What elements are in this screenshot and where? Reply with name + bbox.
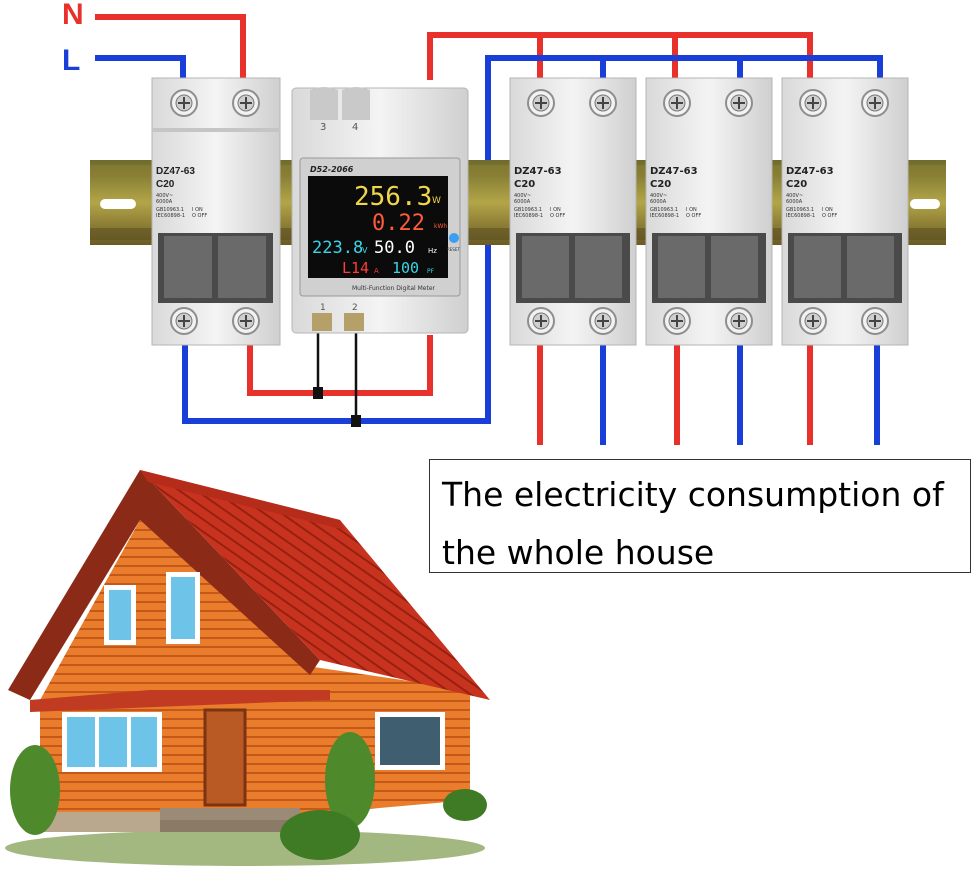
breaker-capacity: 6000A [650, 199, 667, 205]
caption-line-2: the whole house [442, 533, 715, 572]
meter-terminal-1: 1 [320, 303, 326, 313]
breaker-rating: C20 [650, 179, 671, 190]
energy-unit: kWh [434, 223, 447, 230]
breaker-rating: C20 [786, 179, 807, 190]
meter-terminal-4: 4 [352, 122, 358, 133]
circuit-breaker-2: DZ47-63 C20 400V~ 6000A GB10963.1 IEC608… [645, 77, 773, 346]
circuit-breaker-3: DZ47-63 C20 400V~ 6000A GB10963.1 IEC608… [781, 77, 909, 346]
breaker-standard-1: GB10963.1 [650, 207, 678, 213]
breaker-off-label: O OFF [192, 213, 207, 219]
pf-reading: 100 [392, 259, 419, 277]
breaker-model: DZ47-63 [514, 166, 562, 177]
digital-meter: 3 4 D52-2066 256.3 W 0.22 kWh 223.8 V 50… [291, 87, 469, 334]
breaker-standard-2: IEC60898-1 [786, 213, 815, 219]
breaker-rating: C20 [156, 179, 175, 190]
breaker-standard-2: IEC60898-1 [156, 213, 185, 219]
current-unit: A [374, 267, 379, 275]
circuit-breaker-1: DZ47-63 C20 400V~ 6000A GB10963.1 IEC608… [509, 77, 637, 346]
house-illustration [5, 470, 490, 866]
breaker-capacity: 6000A [156, 199, 173, 205]
live-bus [485, 55, 883, 160]
breaker-voltage: 400V~ [156, 193, 173, 199]
breaker-model: DZ47-63 [156, 166, 195, 177]
live-label: L [62, 44, 81, 77]
frequency-reading: 50.0 [374, 238, 415, 258]
caption-line-1: The electricity consumption of [442, 475, 944, 514]
breaker-off-label: O OFF [686, 213, 701, 219]
neutral-label: N [62, 0, 84, 31]
live-return [182, 245, 491, 424]
neutral-wire-in [95, 14, 246, 78]
caption-box: The electricity consumption of the whole… [429, 459, 971, 573]
breaker-standard-1: GB10963.1 [514, 207, 542, 213]
breaker-on-label: I ON [822, 207, 833, 213]
meter-footer: Multi-Function Digital Meter [352, 285, 436, 292]
breaker-capacity: 6000A [514, 199, 531, 205]
live-wire-in [95, 55, 186, 78]
frequency-unit: Hz [428, 247, 437, 255]
meter-terminal-2: 2 [352, 303, 358, 313]
meter-display [308, 176, 448, 278]
circuit-breaker-main: DZ47-63 C20 400V~ 6000A GB10963.1 IEC608… [151, 77, 281, 346]
breaker-capacity: 6000A [786, 199, 803, 205]
meter-terminal-3: 3 [320, 122, 326, 133]
power-reading: 256.3 [354, 182, 432, 212]
power-unit: W [432, 196, 441, 206]
voltage-unit: V [362, 246, 368, 255]
reset-button[interactable] [449, 233, 459, 243]
breaker-voltage: 400V~ [650, 193, 667, 199]
breaker-model: DZ47-63 [786, 166, 834, 177]
voltage-reading: 223.8 [312, 238, 363, 258]
current-reading: L14 [342, 259, 369, 277]
breaker-on-label: I ON [550, 207, 561, 213]
breaker-model: DZ47-63 [650, 166, 698, 177]
breaker-standard-2: IEC60898-1 [650, 213, 679, 219]
neutral-return [247, 335, 433, 396]
breaker-standard-1: GB10963.1 [156, 207, 184, 213]
energy-reading: 0.22 [372, 211, 425, 236]
breaker-off-label: O OFF [550, 213, 565, 219]
breaker-standard-1: GB10963.1 [786, 207, 814, 213]
pf-unit: PF [427, 268, 435, 275]
breaker-standard-2: IEC60898-1 [514, 213, 543, 219]
breaker-voltage: 400V~ [786, 193, 803, 199]
breaker-on-label: I ON [686, 207, 697, 213]
breaker-voltage: 400V~ [514, 193, 531, 199]
wiring [95, 14, 883, 445]
breaker-on-label: I ON [192, 207, 203, 213]
breaker-off-label: O OFF [822, 213, 837, 219]
meter-model: D52-2066 [310, 165, 354, 174]
reset-label: RESET [447, 247, 460, 252]
breaker-rating: C20 [514, 179, 535, 190]
